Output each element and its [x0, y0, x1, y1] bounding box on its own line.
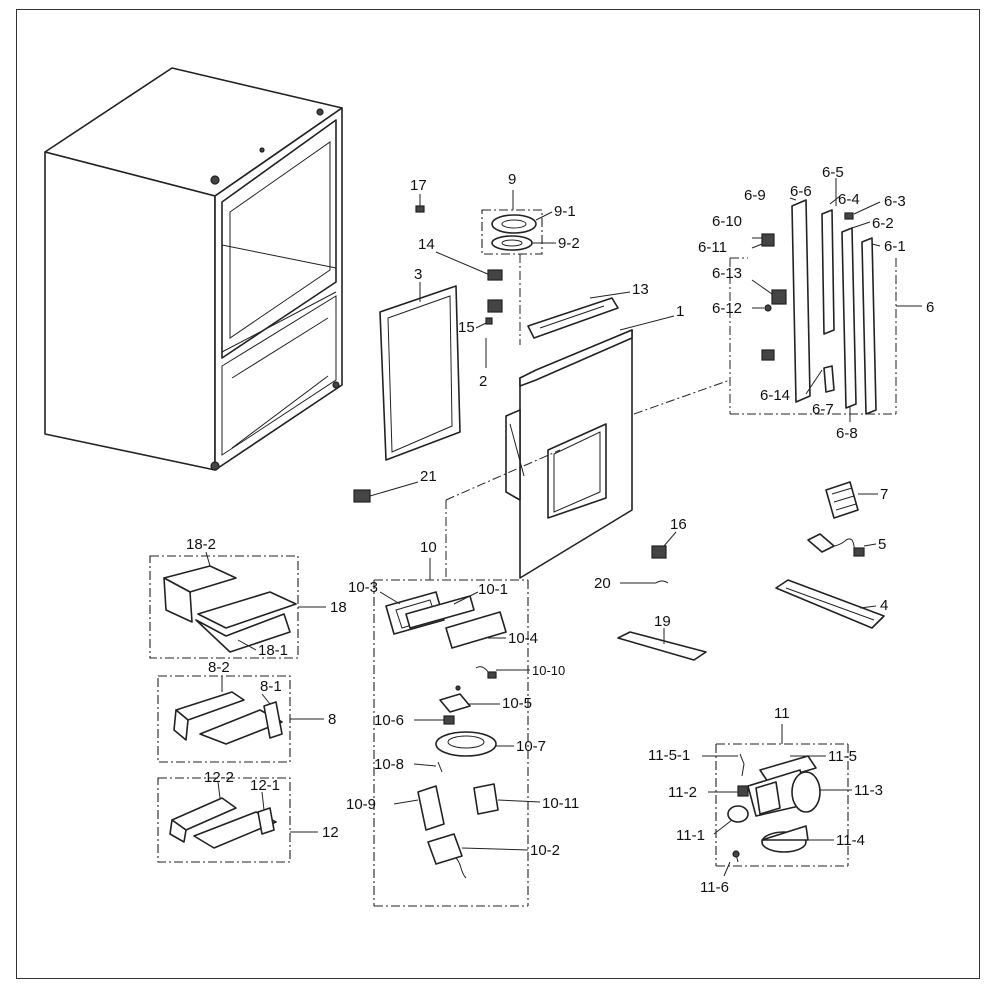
label-10-10: 10-10 — [532, 663, 565, 678]
part-11-group: 11 11-5-1 11-5 11-2 11-3 11-1 11-4 11-6 — [648, 705, 883, 896]
label-11-5-1: 11-5-1 — [648, 747, 690, 764]
label-17: 17 — [410, 177, 427, 194]
label-4: 4 — [880, 597, 888, 614]
label-11-4: 11-4 — [836, 832, 865, 849]
label-18: 18 — [330, 599, 347, 616]
label-8-2: 8-2 — [208, 659, 230, 676]
label-10-1: 10-1 — [478, 581, 508, 598]
parts-16-20-19: 16 20 19 — [594, 516, 707, 661]
label-6-7: 6-7 — [812, 401, 834, 418]
part-12-group: 12-2 12-1 12 — [157, 769, 339, 863]
label-7: 7 — [880, 486, 888, 503]
label-6: 6 — [926, 299, 934, 316]
label-6-8: 6-8 — [836, 425, 858, 442]
label-6-14: 6-14 — [760, 387, 790, 404]
label-6-2: 6-2 — [872, 215, 894, 232]
label-10-11: 10-11 — [542, 795, 579, 812]
label-9-2: 9-2 — [558, 235, 580, 252]
small-parts-column: 17 14 15 2 — [410, 177, 503, 390]
label-10-5: 10-5 — [502, 695, 532, 712]
label-11-2: 11-2 — [668, 784, 697, 801]
part-10-group: 10 10-3 10-1 10-4 10-10 10-5 10-6 10-7 1… — [346, 449, 579, 907]
label-11-3: 11-3 — [854, 782, 883, 799]
label-6-9: 6-9 — [744, 187, 766, 204]
label-11-5: 11-5 — [828, 748, 857, 765]
part-9-group: 9 9-1 9-2 — [481, 171, 580, 345]
label-10-6: 10-6 — [374, 712, 404, 729]
label-6-12: 6-12 — [712, 300, 742, 317]
part-13-door-cap: 13 — [527, 281, 649, 339]
label-10: 10 — [420, 539, 437, 556]
label-6-3: 6-3 — [884, 193, 906, 210]
label-6-6: 6-6 — [790, 183, 812, 200]
label-5: 5 — [878, 536, 886, 553]
label-11-6: 11-6 — [700, 879, 729, 896]
label-10-2: 10-2 — [530, 842, 560, 859]
label-6-1: 6-1 — [884, 238, 906, 255]
part-8-group: 8-2 8-1 8 — [157, 659, 336, 763]
refrigerator-cabinet — [44, 67, 343, 471]
label-21: 21 — [420, 468, 437, 485]
label-18-1: 18-1 — [258, 642, 288, 659]
label-10-7: 10-7 — [516, 738, 546, 755]
label-11: 11 — [774, 705, 790, 722]
label-13: 13 — [632, 281, 649, 298]
label-10-8: 10-8 — [374, 756, 404, 773]
label-8-1: 8-1 — [260, 678, 282, 695]
label-12-1: 12-1 — [250, 777, 280, 794]
label-10-4: 10-4 — [508, 630, 538, 647]
label-6-13: 6-13 — [712, 265, 742, 282]
label-14: 14 — [418, 236, 435, 253]
label-12-2: 12-2 — [204, 769, 234, 786]
label-18-2: 18-2 — [186, 536, 216, 553]
part-1-door: 1 — [505, 303, 684, 579]
part-3-door-gasket: 3 — [379, 266, 461, 461]
part-18-group: 18-2 18-1 18 — [149, 536, 347, 659]
label-15: 15 — [458, 319, 475, 336]
part-6-group: 6 6-1 6-2 6-3 6-4 6-5 6-6 6-7 6-8 6-9 6-… — [633, 164, 934, 442]
label-9-1: 9-1 — [554, 203, 576, 220]
label-9: 9 — [508, 171, 516, 188]
label-19: 19 — [654, 613, 671, 630]
part-21: 21 — [353, 468, 437, 503]
parts-7-5-4: 7 5 4 — [775, 481, 888, 629]
label-20: 20 — [594, 575, 611, 592]
label-6-11: 6-11 — [698, 239, 727, 256]
label-1: 1 — [676, 303, 684, 320]
label-6-5: 6-5 — [822, 164, 844, 181]
label-6-4: 6-4 — [838, 191, 860, 208]
label-3: 3 — [414, 266, 422, 283]
label-12: 12 — [322, 824, 339, 841]
label-2: 2 — [479, 373, 487, 390]
label-6-10: 6-10 — [712, 213, 742, 230]
label-10-9: 10-9 — [346, 796, 376, 813]
label-11-1: 11-1 — [676, 827, 705, 844]
label-16: 16 — [670, 516, 687, 533]
label-8: 8 — [328, 711, 336, 728]
label-10-3: 10-3 — [348, 579, 378, 596]
